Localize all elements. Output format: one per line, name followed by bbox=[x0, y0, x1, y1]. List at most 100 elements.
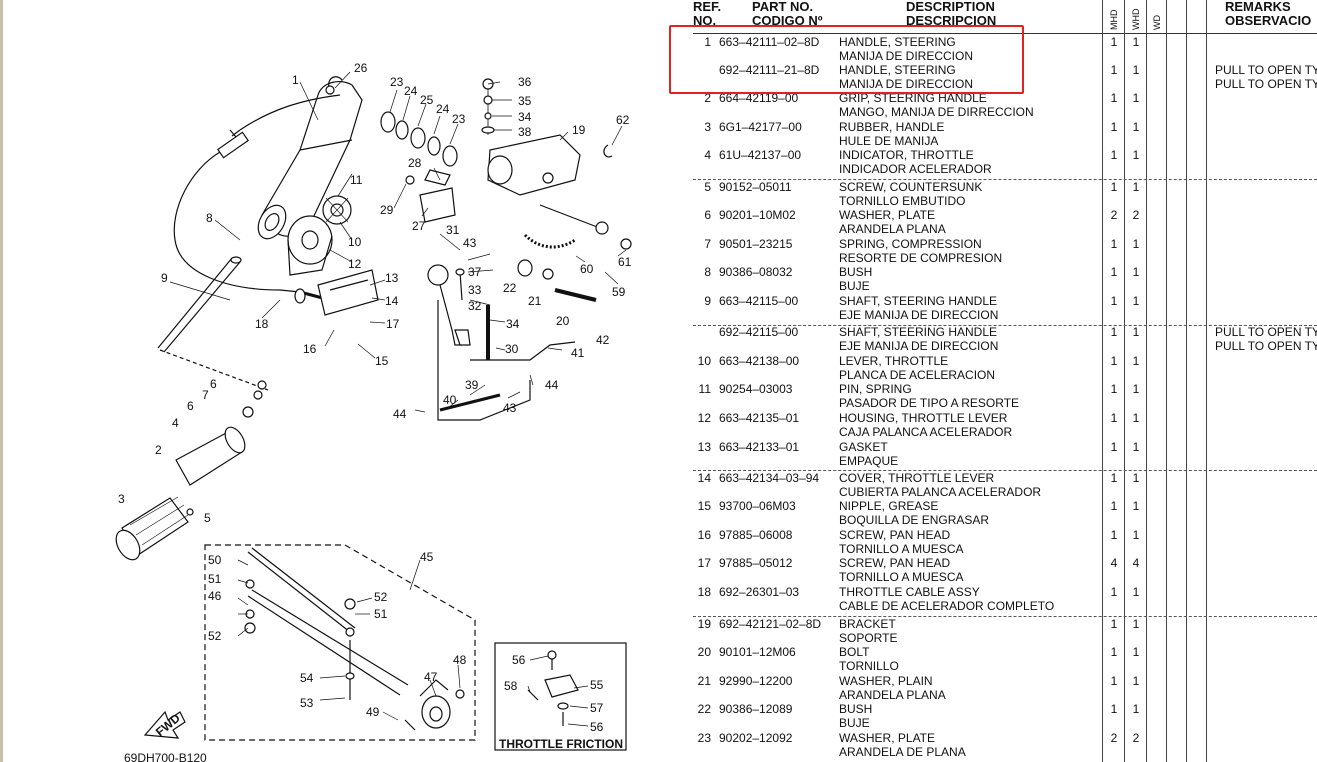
qty-whd-cell: 1 bbox=[1132, 63, 1140, 77]
figure-code: 69DH700-B120 bbox=[124, 751, 207, 762]
qty-mhd-cell: 1 bbox=[1110, 702, 1118, 716]
diagram-label: 2 bbox=[155, 443, 162, 457]
description-cell: LEVER, THROTTLE bbox=[839, 354, 949, 368]
washers-drawing bbox=[325, 85, 458, 167]
qty-mhd-cell: 1 bbox=[1110, 148, 1118, 162]
qty-mhd-cell: 1 bbox=[1110, 499, 1118, 513]
throttle-housing-drawing bbox=[287, 195, 379, 316]
description-es-cell: MANGO, MANIJA DE DIRRECCION bbox=[839, 105, 1034, 119]
ref-cell: 19 bbox=[697, 617, 711, 631]
qty-whd-cell: 1 bbox=[1132, 471, 1140, 485]
description-es-cell: PLANCA DE ACELERACION bbox=[839, 368, 996, 382]
qty-whd-cell: 1 bbox=[1132, 180, 1140, 194]
description-cell: HANDLE, STEERING bbox=[839, 63, 956, 77]
description-cell: BOLT bbox=[839, 645, 870, 659]
throttle-arm-drawing bbox=[427, 264, 576, 421]
qty-mhd-cell: 1 bbox=[1110, 265, 1118, 279]
diagram-label: 24 bbox=[436, 102, 450, 116]
description-cell: NIPPLE, GREASE bbox=[839, 499, 939, 513]
header-remarks-line2: OBSERVACIO bbox=[1225, 13, 1312, 28]
diagram-label: 52 bbox=[374, 590, 388, 604]
qty-mhd-cell: 1 bbox=[1110, 325, 1118, 339]
header-desc-line1: DESCRIPTION bbox=[906, 0, 995, 14]
diagram-label: 28 bbox=[408, 156, 422, 170]
fwd-arrow bbox=[143, 710, 186, 739]
diagram-label: 30 bbox=[505, 342, 519, 356]
part-number-cell: 663–42134–03–94 bbox=[719, 471, 820, 485]
group-separator bbox=[693, 470, 1317, 471]
qty-mhd-cell: 1 bbox=[1110, 585, 1118, 599]
qty-whd-cell: 2 bbox=[1132, 731, 1140, 745]
col-rule bbox=[1186, 0, 1187, 762]
description-es-cell: SOPORTE bbox=[839, 631, 898, 645]
diagram-label: 27 bbox=[412, 219, 426, 233]
description-cell: SCREW, PAN HEAD bbox=[839, 556, 951, 570]
part-number-cell: 692–42115–00 bbox=[719, 325, 799, 339]
diagram-label: 31 bbox=[446, 223, 460, 237]
description-es-cell: CABLE DE ACELERADOR COMPLETO bbox=[839, 599, 1055, 613]
diagram-label: 35 bbox=[518, 94, 532, 108]
description-es-cell: RESORTE DE COMPRESION bbox=[839, 251, 1003, 265]
qty-whd-cell: 1 bbox=[1132, 411, 1140, 425]
qty-whd-cell: 1 bbox=[1132, 528, 1140, 542]
diagram-label: 20 bbox=[556, 314, 570, 328]
qty-mhd-cell: 1 bbox=[1110, 63, 1118, 77]
ref-cell: 22 bbox=[697, 702, 711, 716]
diagram-label: 14 bbox=[385, 294, 399, 308]
description-es-cell: TORNILLO EMBUTIDO bbox=[839, 194, 966, 208]
description-cell: INDICATOR, THROTTLE bbox=[839, 148, 974, 162]
header-ref: REF. NO. bbox=[693, 0, 721, 28]
part-number-cell: 90386–08032 bbox=[719, 265, 793, 279]
diagram-label: 25 bbox=[420, 93, 434, 107]
qty-mhd-cell: 1 bbox=[1110, 382, 1118, 396]
part-labels: 1 2 3 4 5 6 7 6 8 9 10 11 12 13 14 15 16… bbox=[118, 61, 632, 762]
part-number-cell: 90386–12089 bbox=[719, 702, 793, 716]
description-es-cell: MANIJA DE DIRECCION bbox=[839, 77, 974, 91]
ref-cell: 7 bbox=[704, 237, 711, 251]
diagram-label: 52 bbox=[208, 629, 222, 643]
qty-whd-cell: 1 bbox=[1132, 91, 1140, 105]
ref-cell: 18 bbox=[697, 585, 711, 599]
diagram-label: 15 bbox=[375, 354, 389, 368]
diagram-label: 42 bbox=[596, 333, 610, 347]
qty-whd-cell: 1 bbox=[1132, 120, 1140, 134]
ref-cell: 15 bbox=[697, 499, 711, 513]
diagram-label: 50 bbox=[208, 553, 222, 567]
part-number-cell: 6G1–42177–00 bbox=[719, 120, 802, 134]
ref-cell: 17 bbox=[697, 556, 711, 570]
part-number-cell: 92990–12200 bbox=[719, 674, 793, 688]
qty-mhd-cell: 1 bbox=[1110, 674, 1118, 688]
qty-mhd-cell: 1 bbox=[1110, 180, 1118, 194]
description-cell: BUSH bbox=[839, 265, 873, 279]
diagram-label: 4 bbox=[172, 416, 179, 430]
header-remarks: REMARKS OBSERVACIO bbox=[1225, 0, 1311, 28]
qty-whd-cell: 1 bbox=[1132, 440, 1140, 454]
description-es-cell: TORNILLO bbox=[839, 659, 899, 673]
col-rule bbox=[1206, 0, 1207, 762]
qty-whd-cell: 1 bbox=[1132, 237, 1140, 251]
header-desc-line2: DESCRIPCION bbox=[906, 13, 997, 28]
description-cell: BRACKET bbox=[839, 617, 896, 631]
qty-whd-cell: 1 bbox=[1132, 702, 1140, 716]
description-cell: SHAFT, STEERING HANDLE bbox=[839, 325, 998, 339]
description-es-cell: BUJE bbox=[839, 716, 870, 730]
diagram-label: 8 bbox=[206, 211, 213, 225]
description-es-cell: MANIJA DE DIRECCION bbox=[839, 49, 974, 63]
header-remarks-line1: REMARKS bbox=[1225, 0, 1291, 14]
description-cell: SCREW, PAN HEAD bbox=[839, 528, 951, 542]
diagram-label: 53 bbox=[300, 696, 314, 710]
diagram-label: 39 bbox=[465, 378, 479, 392]
qty-whd-cell: 1 bbox=[1132, 645, 1140, 659]
diagram-label: 24 bbox=[404, 84, 418, 98]
qty-mhd-cell: 1 bbox=[1110, 120, 1118, 134]
diagram-label: 17 bbox=[386, 317, 400, 331]
grip-drawing bbox=[115, 380, 267, 561]
header-model-whd: WHD bbox=[1131, 8, 1141, 31]
ref-cell: 13 bbox=[697, 440, 711, 454]
description-es-cell: CAJA PALANCA ACELERADOR bbox=[839, 425, 1013, 439]
diagram-label: 41 bbox=[571, 346, 585, 360]
part-number-cell: 692–42111–21–8D bbox=[719, 63, 820, 77]
shaft-drawing bbox=[157, 256, 269, 391]
description-es-cell: INDICADOR ACELERADOR bbox=[839, 162, 992, 176]
description-cell: SHAFT, STEERING HANDLE bbox=[839, 294, 998, 308]
